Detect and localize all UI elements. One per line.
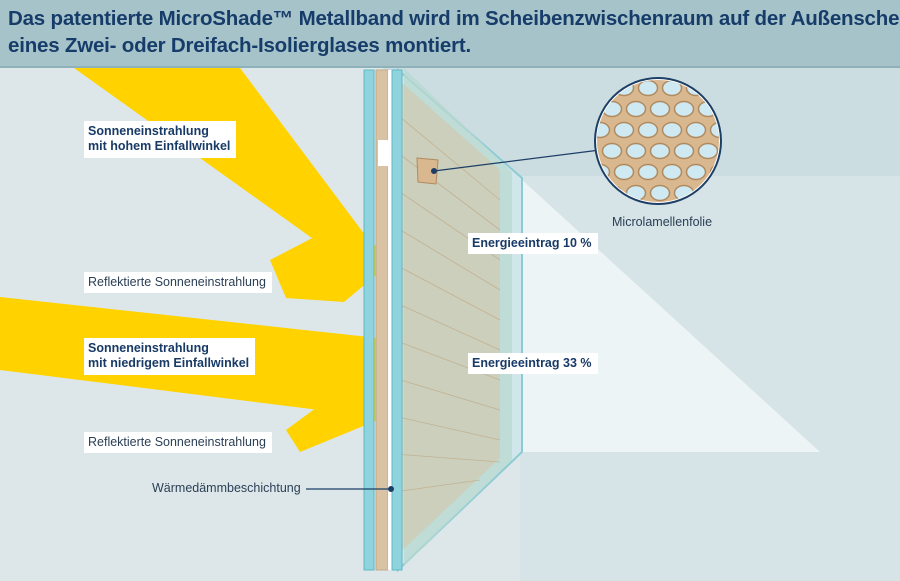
label-energy-high: Energieeintrag 10 % bbox=[468, 233, 598, 254]
foil-hole bbox=[673, 100, 695, 118]
title-bar: Das patentierte MicroShade™ Metallband w… bbox=[0, 0, 900, 68]
label-high-angle: Sonneneinstrahlung mit hohem Einfallwink… bbox=[84, 121, 237, 158]
foil-hole bbox=[661, 121, 683, 139]
reflected-ray-top bbox=[270, 234, 378, 300]
microfoil-sample bbox=[416, 157, 439, 185]
foil-hole bbox=[673, 142, 695, 160]
outer-glass-pane bbox=[363, 69, 375, 571]
foil-hole bbox=[597, 121, 611, 139]
foil-hole bbox=[637, 121, 659, 139]
reflected-ray-bottom bbox=[286, 398, 378, 452]
microfoil-leader-line bbox=[433, 149, 601, 172]
foil-hole bbox=[625, 142, 647, 160]
label-low-angle: Sonneneinstrahlung mit niedrigem Einfall… bbox=[84, 338, 256, 375]
gap-edge bbox=[388, 70, 394, 570]
label-high-angle-line2: mit hohem Einfallwinkel bbox=[88, 139, 231, 153]
foil-hole bbox=[649, 100, 671, 118]
lamella-gap-highlight bbox=[378, 140, 390, 166]
microfoil-zoom bbox=[594, 77, 722, 205]
label-high-angle-line1: Sonneneinstrahlung bbox=[88, 124, 209, 138]
foil-hole bbox=[625, 100, 647, 118]
foil-hole bbox=[601, 142, 623, 160]
inner-glass-pane bbox=[391, 69, 403, 571]
foil-hole bbox=[637, 80, 659, 97]
foil-hole bbox=[613, 121, 635, 139]
foil-hole bbox=[613, 163, 635, 181]
label-microfoil: Microlamellenfolie bbox=[612, 215, 713, 229]
label-low-angle-line2: mit niedrigem Einfallwinkel bbox=[88, 356, 250, 370]
microfoil-marker bbox=[431, 168, 437, 174]
foil-hole bbox=[649, 184, 671, 202]
foil-hole bbox=[685, 121, 707, 139]
foil-hole bbox=[661, 163, 683, 181]
foil-hole bbox=[637, 163, 659, 181]
label-low-angle-line1: Sonneneinstrahlung bbox=[88, 341, 209, 355]
foil-hole bbox=[709, 121, 719, 139]
coating-marker bbox=[388, 486, 394, 492]
label-reflected-bottom: Reflektierte Sonneneinstrahlung bbox=[84, 432, 272, 453]
label-energy-low: Energieeintrag 33 % bbox=[468, 353, 598, 374]
title-line-1: Das patentierte MicroShade™ Metallband w… bbox=[8, 7, 900, 30]
foil-hole bbox=[685, 163, 707, 181]
microshade-band bbox=[392, 74, 500, 560]
foil-hole bbox=[649, 142, 671, 160]
label-coating: Wärmedämmbeschichtung bbox=[152, 481, 301, 495]
foil-hole bbox=[697, 142, 719, 160]
lamella-lines bbox=[393, 111, 501, 493]
title-line-2: eines Zwei- oder Dreifach-Isolierglases … bbox=[8, 34, 471, 57]
label-reflected-top: Reflektierte Sonneneinstrahlung bbox=[84, 272, 272, 293]
